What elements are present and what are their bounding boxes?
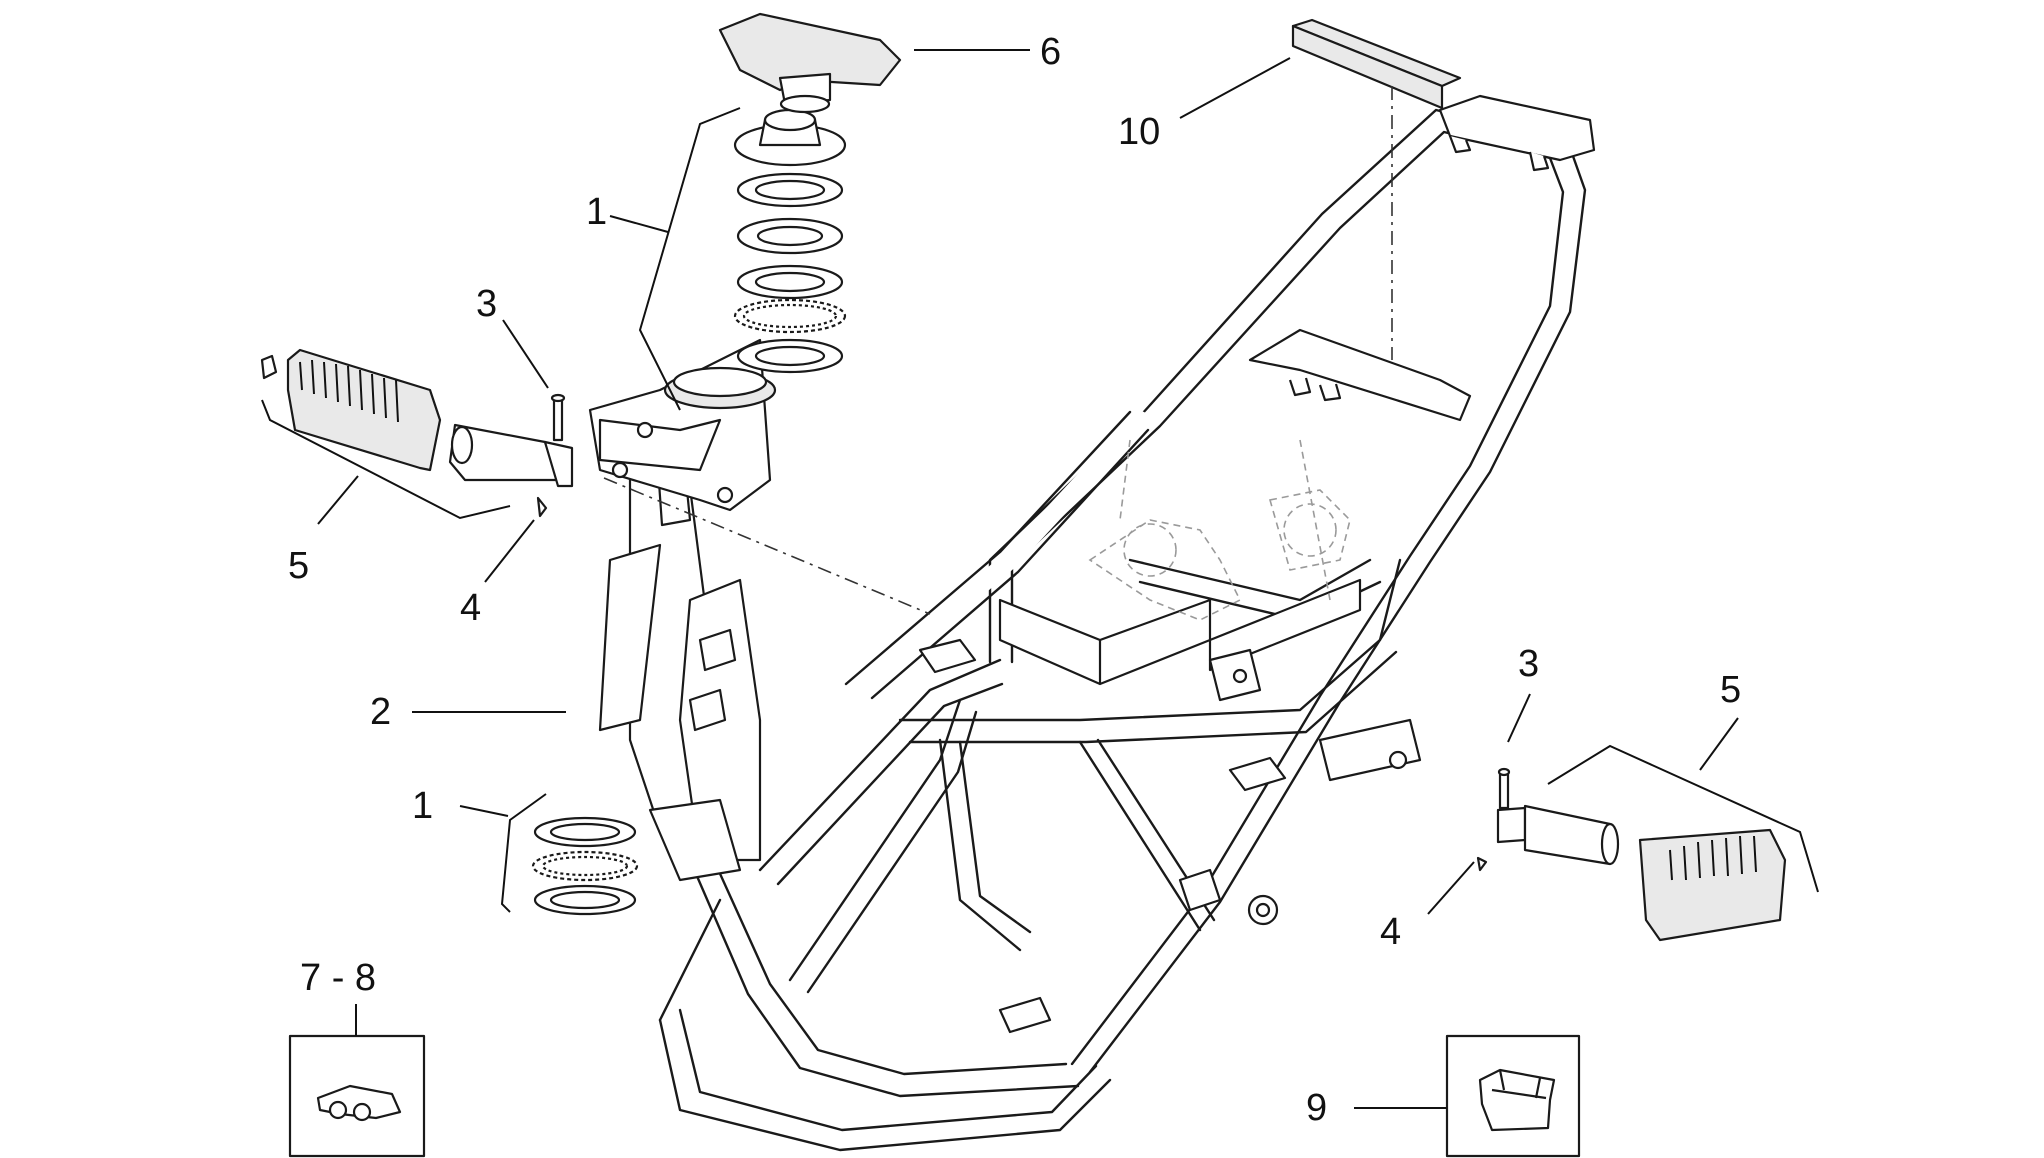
callout-4-left: 4	[460, 587, 481, 629]
main-frame	[658, 94, 1596, 1152]
callout-4-right: 4	[1380, 911, 1401, 953]
inset-box-9	[1445, 1034, 1581, 1158]
callout-6: 6	[1040, 31, 1061, 73]
callout-10: 10	[1118, 111, 1160, 153]
rubber-pad	[1291, 18, 1462, 110]
leader-lines	[261, 49, 1819, 1109]
callout-7-8: 7 - 8	[300, 957, 376, 999]
steering-top-plate	[718, 12, 902, 114]
callout-3-left: 3	[476, 283, 497, 325]
callout-5-left: 5	[288, 545, 309, 587]
callout-9: 9	[1306, 1087, 1327, 1129]
front-shield-bracket	[598, 543, 762, 882]
steering-bearing-kit-bottom	[531, 816, 639, 916]
steering-bearing-kit-top	[733, 108, 847, 374]
callout-2: 2	[370, 691, 391, 733]
inset-box-7-8	[288, 1034, 426, 1158]
left-footpeg-assembly	[260, 348, 574, 518]
callout-5-right: 5	[1720, 669, 1741, 711]
callout-1-top: 1	[586, 191, 607, 233]
right-footpeg-assembly	[1476, 767, 1787, 942]
callout-labels: 6 10 1 3 5 4 2 1 3 5 4 7 - 8 9	[288, 31, 1741, 1129]
callout-3-right: 3	[1518, 643, 1539, 685]
callout-1-bottom: 1	[412, 785, 433, 827]
